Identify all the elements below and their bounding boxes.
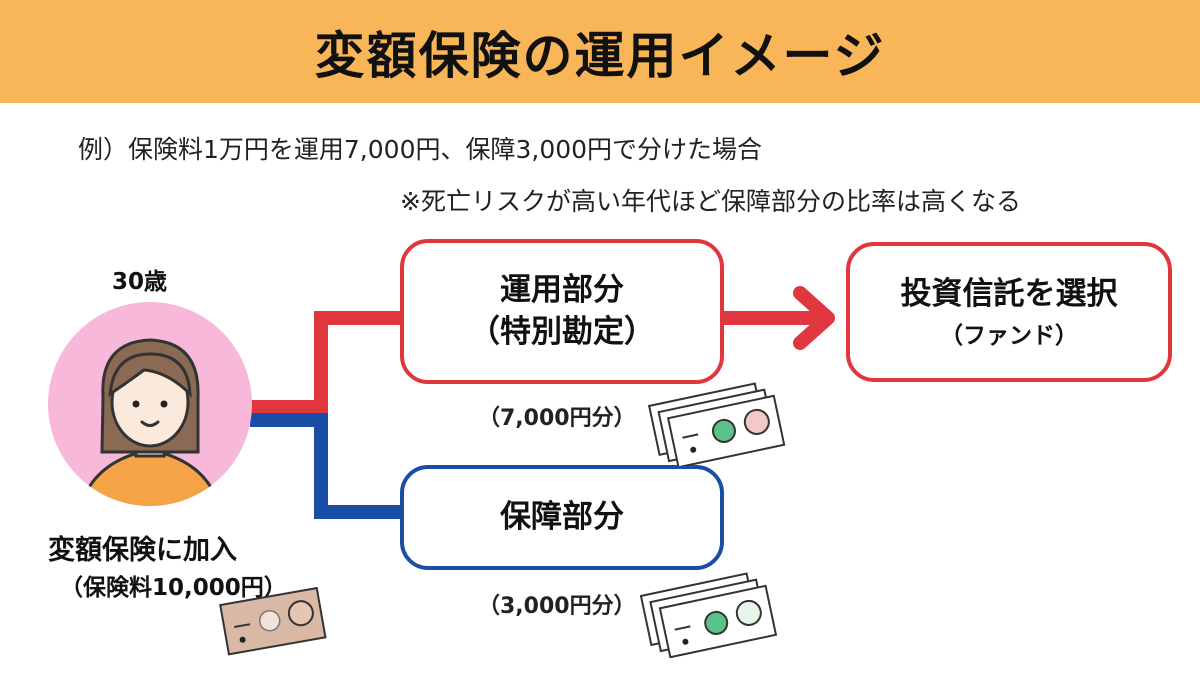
protection-box: 保障部分	[400, 465, 724, 570]
fund-title: 投資信託を選択	[900, 276, 1118, 313]
title-bar: 変額保険の運用イメージ	[0, 0, 1200, 103]
banknotes-investment-icon	[648, 382, 786, 466]
investment-box: 運用部分 （特別勘定）	[400, 239, 724, 384]
banknotes-protection-icon	[640, 572, 778, 658]
investment-title: 運用部分	[500, 271, 624, 308]
example-note: 例）保険料1万円を運用7,000円、保障3,000円で分けた場合	[78, 135, 763, 164]
investment-connector	[250, 311, 402, 414]
arrow-to-fund	[724, 286, 835, 350]
fund-box: 投資信託を選択 （ファンド）	[846, 242, 1172, 382]
protection-connector	[250, 413, 402, 519]
protection-amount: （3,000円分）	[478, 594, 636, 619]
protection-title: 保障部分	[500, 498, 624, 535]
age-label: 30歳	[112, 269, 168, 295]
premium-label: （保険料10,000円）	[60, 575, 287, 601]
banknote-premium-icon	[219, 586, 327, 656]
investment-subtitle: （特別勘定）	[469, 313, 655, 350]
fund-subtitle: （ファンド）	[940, 322, 1078, 349]
page-title: 変額保険の運用イメージ	[314, 26, 886, 85]
risk-note: ※死亡リスクが高い年代ほど保障部分の比率は高くなる	[400, 187, 1021, 216]
person-avatar	[48, 302, 252, 506]
investment-amount: （7,000円分）	[478, 406, 636, 431]
join-label: 変額保険に加入	[48, 535, 237, 566]
